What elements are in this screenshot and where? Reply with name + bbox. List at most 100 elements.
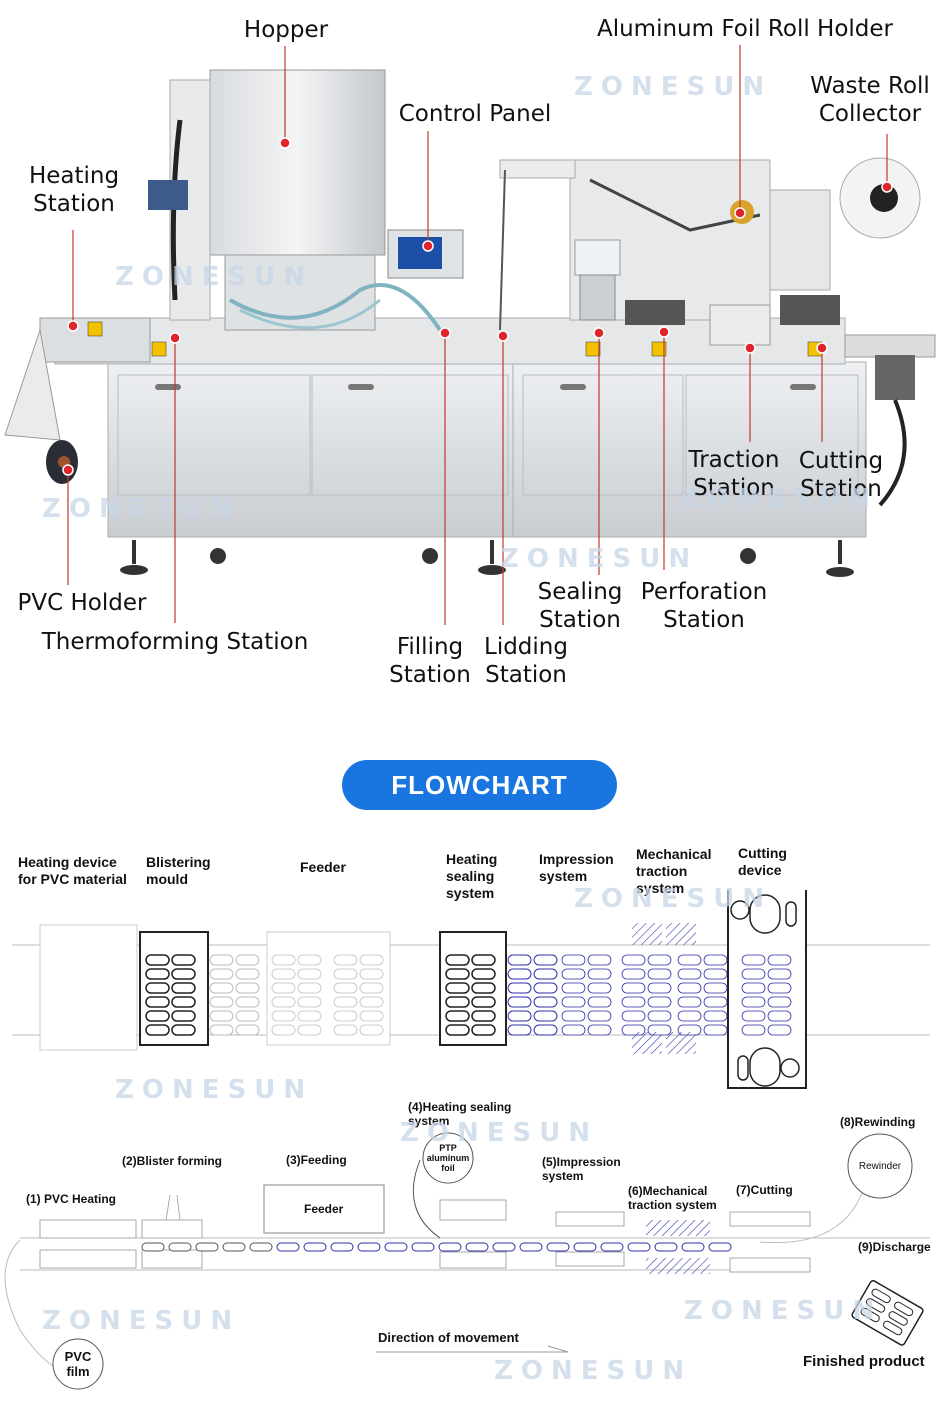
- flow-label-heating-sealing: Heating sealing system: [446, 851, 498, 901]
- flow-label-cutting-device: Cutting device: [738, 845, 787, 878]
- blister-cell: [471, 968, 496, 980]
- blister-cell: [445, 1024, 470, 1036]
- blister-cell: [445, 954, 470, 966]
- blister-cell: [209, 982, 234, 994]
- blister-cell: [471, 996, 496, 1008]
- blister-cell: [168, 1242, 192, 1252]
- step-1-label: (1) PVC Heating: [26, 1192, 117, 1206]
- blister-cell: [492, 1242, 516, 1252]
- blister-cell: [767, 996, 792, 1008]
- blister-cell: [333, 1010, 358, 1022]
- label-cutting-station: Cutting Station: [798, 448, 884, 502]
- flow-label-heating-device: Heating device for PVC material: [18, 854, 127, 887]
- blister-cell: [359, 996, 384, 1008]
- blister-cell: [445, 968, 470, 980]
- pointer-dots: [62, 137, 893, 476]
- blister-cell: [647, 954, 672, 966]
- blister-cell: [767, 968, 792, 980]
- watermark: ZONESUN: [115, 262, 314, 292]
- blister-cell: [600, 1242, 624, 1252]
- direction-label: Direction of movement: [378, 1330, 519, 1345]
- blister-cell: [297, 1024, 322, 1036]
- blister-cell: [507, 1024, 532, 1036]
- process-diagram: [4, 1132, 930, 1390]
- blister-cell: [647, 982, 672, 994]
- blister-cell: [195, 1242, 219, 1252]
- blister-cell: [445, 996, 470, 1008]
- blister-cell: [681, 1242, 705, 1252]
- finished-product-label: Finished product: [803, 1353, 925, 1370]
- step-8-label: (8)Rewinding: [840, 1115, 916, 1129]
- label-waste-collector: Waste Roll Collector: [810, 73, 930, 127]
- blister-cell: [621, 968, 646, 980]
- blister-cell: [621, 982, 646, 994]
- blister-cell: [708, 1242, 732, 1252]
- blister-cell: [209, 1024, 234, 1036]
- blister-cell: [741, 982, 766, 994]
- label-heating-station: Heating Station: [28, 163, 120, 217]
- step-2-label: (2)Blister forming: [122, 1154, 223, 1168]
- cabinet-right: [512, 361, 867, 538]
- blister-cell: [249, 1242, 273, 1252]
- blister-cell: [741, 996, 766, 1008]
- flow-label-impression: Impression system: [539, 851, 614, 884]
- blister-cell: [703, 954, 728, 966]
- ptp-foil-roll: [422, 1132, 474, 1184]
- blister-cell: [647, 968, 672, 980]
- blister-cell: [621, 1010, 646, 1022]
- blister-cell: [297, 1010, 322, 1022]
- blister-cell: [271, 968, 296, 980]
- blister-cell: [171, 996, 196, 1008]
- blister-cell: [471, 982, 496, 994]
- watermark: ZONESUN: [680, 484, 879, 514]
- blister-cell: [445, 1010, 470, 1022]
- blister-cell: [235, 982, 260, 994]
- watermark: ZONESUN: [42, 494, 241, 524]
- flow-label-mechanical-traction: Mechanical traction system: [636, 846, 712, 896]
- blister-cell: [507, 954, 532, 966]
- blister-cell: [333, 1024, 358, 1036]
- blister-cell: [741, 954, 766, 966]
- blister-cell: [145, 968, 170, 980]
- blister-cell: [677, 954, 702, 966]
- blister-cell: [465, 1242, 489, 1252]
- blister-cell: [587, 1024, 612, 1036]
- blister-cell: [171, 1010, 196, 1022]
- blister-cell: [767, 954, 792, 966]
- blister-cell: [767, 1010, 792, 1022]
- blister-cell: [171, 1024, 196, 1036]
- blister-cell: [271, 1010, 296, 1022]
- label-hopper: Hopper: [243, 17, 329, 43]
- blister-cell: [297, 954, 322, 966]
- blister-cell: [654, 1242, 678, 1252]
- blister-cell: [587, 996, 612, 1008]
- label-control-panel: Control Panel: [398, 101, 552, 127]
- blister-cell: [507, 1010, 532, 1022]
- blister-cell: [438, 1242, 462, 1252]
- pvc-film-label: PVC film: [64, 1349, 92, 1379]
- blister-cell: [507, 968, 532, 980]
- blister-cell: [546, 1242, 570, 1252]
- blister-cell: [235, 954, 260, 966]
- blister-cell: [209, 954, 234, 966]
- blister-cell: [533, 996, 558, 1008]
- blister-cell: [359, 954, 384, 966]
- feeder-box-label: Feeder: [304, 1202, 344, 1216]
- blister-cell: [561, 968, 586, 980]
- step-9-label: (9)Discharge: [858, 1240, 931, 1254]
- watermark: ZONESUN: [400, 1118, 599, 1148]
- label-lidding-station: Lidding Station: [484, 634, 568, 688]
- blister-cell: [276, 1242, 300, 1252]
- step-3-label: (3)Feeding: [286, 1153, 347, 1167]
- blister-cell: [359, 968, 384, 980]
- step-5-label: (5)Impression system: [542, 1155, 621, 1183]
- blister-cell: [561, 1024, 586, 1036]
- blister-cell: [333, 996, 358, 1008]
- blister-cell: [677, 968, 702, 980]
- label-perforation-station: Perforation Station: [640, 579, 768, 633]
- blister-cell: [359, 1010, 384, 1022]
- blister-cell: [471, 1010, 496, 1022]
- blister-cell: [359, 1024, 384, 1036]
- blister-cell: [297, 968, 322, 980]
- blister-cell: [703, 968, 728, 980]
